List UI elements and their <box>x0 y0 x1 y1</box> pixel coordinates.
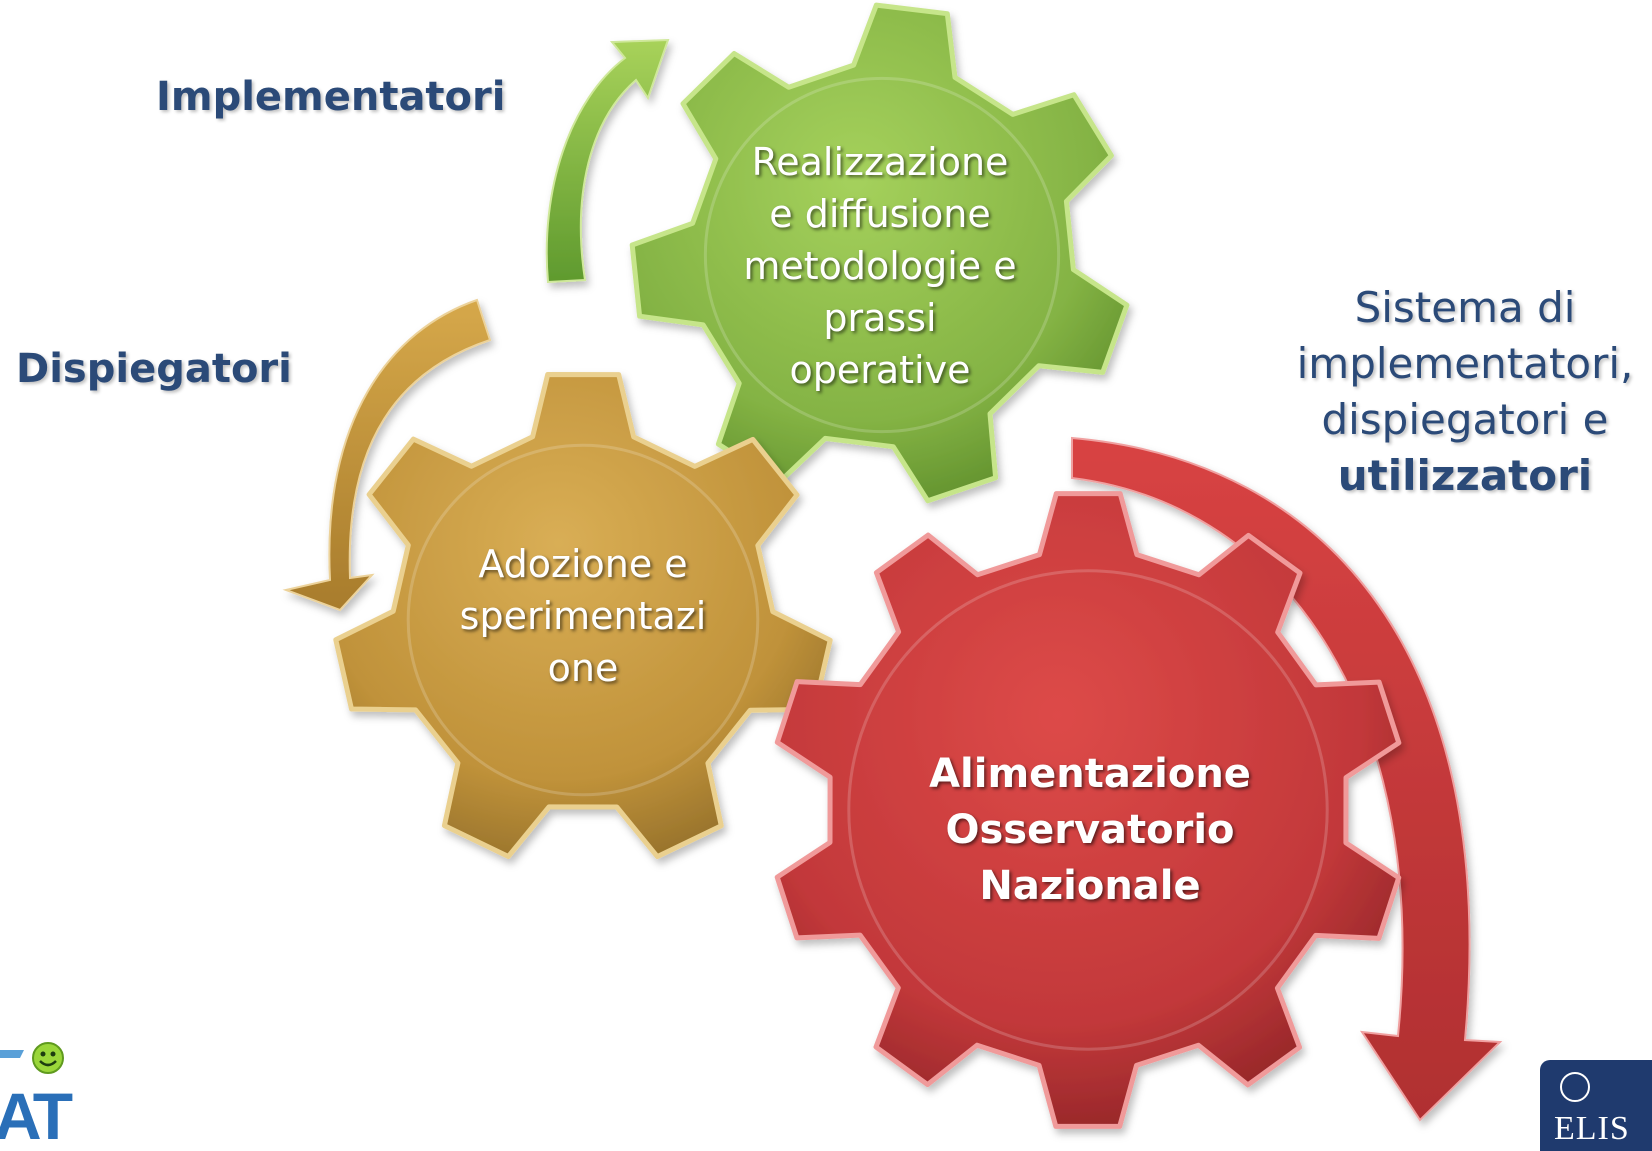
green-gear-line: prassi <box>823 296 937 340</box>
green-gear-text: Realizzazione e diffusione metodologie e… <box>720 136 1040 396</box>
red-gear-text: Alimentazione Osservatorio Nazionale <box>920 746 1260 914</box>
gold-gear-line: Adozione e <box>478 542 688 586</box>
dispiegatori-label: Dispiegatori <box>16 346 292 392</box>
gold-gear-hub-ring <box>406 443 760 797</box>
green-gear-line: e diffusione <box>769 192 991 236</box>
sistema-line-2: implementatori, <box>1296 339 1634 388</box>
gold-gear <box>333 372 833 860</box>
left-logo-text: AT <box>0 1079 73 1151</box>
gold-gear-line: one <box>547 646 619 690</box>
smiley-logo-icon <box>0 1042 64 1074</box>
sistema-label: Sistema di implementatori, dispiegatori … <box>1278 280 1652 504</box>
implementatori-label: Implementatori <box>156 74 506 120</box>
green-gear-hub-ring <box>703 76 1061 434</box>
green-gear <box>629 2 1130 504</box>
sistema-line-1: Sistema di <box>1354 283 1576 332</box>
left-logo: AT <box>0 1040 73 1151</box>
green-gear-line: metodologie e <box>743 244 1017 288</box>
green-gear-line: operative <box>789 348 971 392</box>
sistema-line-3: dispiegatori e <box>1321 395 1609 444</box>
red-gear <box>774 491 1402 1129</box>
red-gear-body <box>774 491 1402 1129</box>
gold-gear-text: Adozione e sperimentazi one <box>428 538 738 694</box>
red-gear-line: Nazionale <box>979 863 1201 909</box>
right-logo: ELIS <box>1540 1060 1652 1151</box>
red-gear-hub-ring <box>847 569 1329 1051</box>
green-gear-line: Realizzazione <box>751 140 1009 184</box>
green-arrow <box>545 38 670 284</box>
right-logo-text: ELIS <box>1554 1110 1630 1147</box>
sistema-line-4: utilizzatori <box>1337 451 1593 500</box>
emblem-icon <box>1560 1072 1590 1102</box>
red-gear-line: Osservatorio <box>945 807 1235 853</box>
gold-arrow <box>282 298 492 612</box>
red-gear-line: Alimentazione <box>929 751 1251 797</box>
gold-gear-line: sperimentazi <box>459 594 707 638</box>
